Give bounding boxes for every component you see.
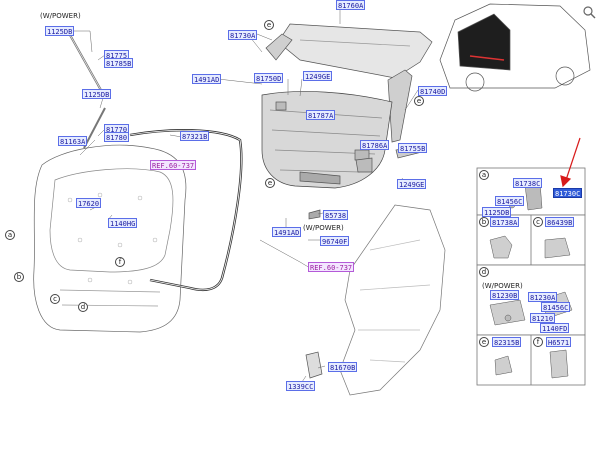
panel-cell-d: d — [479, 267, 489, 277]
upper-trim — [277, 23, 433, 79]
part-label-81755B[interactable]: 81755B — [398, 143, 428, 153]
part-label-H6571[interactable]: H6571 — [546, 337, 572, 347]
weatherstrip — [129, 129, 243, 292]
part-label-81780[interactable]: 81780 — [104, 132, 130, 142]
upper-garnish-left — [265, 33, 293, 61]
part-label-81787A[interactable]: 81787A — [306, 110, 336, 120]
part-label-1140HG[interactable]: 1140HG — [108, 218, 138, 228]
part-label-86439B[interactable]: 86439B — [545, 217, 575, 227]
part-label-1125DB-c[interactable]: 1125DB — [482, 207, 512, 217]
note-wpower-top: (W/POWER) — [40, 12, 81, 20]
part-label-81230B[interactable]: 81230B — [490, 290, 520, 300]
part-label-82315B[interactable]: 82315B — [492, 337, 522, 347]
vehicle-thumbnail — [439, 3, 591, 89]
part-label-81785B[interactable]: 81785B — [104, 58, 134, 68]
panel-cell-e: e — [479, 337, 489, 347]
part-label-1125DB[interactable]: 1125DB — [45, 26, 75, 36]
callout-c: c — [50, 294, 60, 304]
ref-link-60-737-b[interactable]: REF.60-737 — [308, 262, 355, 272]
part-label-1249GE[interactable]: 1249GE — [303, 71, 333, 81]
part-label-1491AD-b[interactable]: 1491AD — [272, 227, 302, 237]
callout-a: a — [5, 230, 15, 240]
callout-e-inner: e — [265, 178, 275, 188]
part-label-1140FD[interactable]: 1140FD — [540, 323, 570, 333]
part-label-81738C[interactable]: 81738C — [513, 178, 543, 188]
gas-strut-lower — [83, 107, 106, 149]
body-side-structure — [339, 204, 446, 396]
note-wpower-mid: (W/POWER) — [303, 224, 344, 232]
part-label-81670B[interactable]: 81670B — [328, 362, 358, 372]
callout-d: d — [78, 302, 88, 312]
callout-f: f — [115, 257, 125, 267]
red-pointer-arrow — [560, 137, 581, 188]
part-label-81738A[interactable]: 81738A — [490, 217, 520, 227]
part-label-1491AD[interactable]: 1491AD — [192, 74, 222, 84]
part-label-81730C-highlighted[interactable]: 81730C — [553, 188, 583, 198]
part-label-81740D[interactable]: 81740D — [418, 86, 448, 96]
part-label-81750D[interactable]: 81750D — [254, 73, 284, 83]
panel-cell-f: f — [533, 337, 543, 347]
note-wpower-panel: (W/POWER) — [482, 282, 523, 290]
magnifier-icon[interactable] — [582, 4, 596, 19]
callout-b: b — [14, 272, 24, 282]
tailgate-shell — [33, 144, 187, 333]
part-label-81456C[interactable]: 81456C — [495, 196, 525, 206]
part-label-81730A[interactable]: 81730A — [228, 30, 258, 40]
callout-e: e — [264, 20, 274, 30]
callout-e-right: e — [414, 96, 424, 106]
clip-part — [355, 157, 373, 173]
panel-cell-a: a — [479, 170, 489, 180]
part-label-1125DB-b[interactable]: 1125DB — [82, 89, 112, 99]
part-label-81760A[interactable]: 81760A — [336, 0, 366, 10]
panel-cell-c: c — [533, 217, 543, 227]
part-label-81786A[interactable]: 81786A — [360, 140, 390, 150]
part-label-1339CC[interactable]: 1339CC — [286, 381, 316, 391]
part-label-81210[interactable]: 81210 — [530, 313, 556, 323]
part-label-85738[interactable]: 85738 — [323, 210, 349, 220]
part-label-96740F[interactable]: 96740F — [320, 236, 350, 246]
part-label-17620[interactable]: 17620 — [76, 198, 102, 208]
part-label-81456C-b[interactable]: 81456C — [541, 302, 571, 312]
part-label-1249GE-b[interactable]: 1249GE — [397, 179, 427, 189]
part-label-81230A[interactable]: 81230A — [528, 292, 558, 302]
part-label-81163A[interactable]: 81163A — [58, 136, 88, 146]
part-label-87321B[interactable]: 87321B — [180, 131, 210, 141]
ref-link-60-737[interactable]: REF.60-737 — [150, 160, 197, 170]
side-trim-right — [387, 69, 413, 143]
panel-cell-b: b — [479, 217, 489, 227]
